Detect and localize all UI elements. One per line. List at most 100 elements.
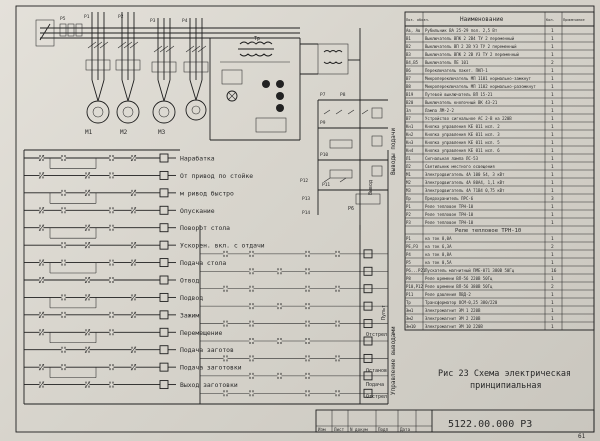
table-cell-name: Трансформатор ОСМ-0,25 380/220 bbox=[425, 300, 498, 305]
ladder-label: Подвод bbox=[180, 294, 203, 302]
contact-label: Р5 bbox=[60, 16, 66, 22]
title-cell: Дата bbox=[400, 427, 411, 432]
contact-label: Р8 bbox=[340, 92, 346, 98]
table-cell-qty: 1 bbox=[551, 116, 554, 122]
table-cell-name: Устройство сигнальное АС 2-В на 220В bbox=[425, 116, 512, 121]
table-cell-name: Реле давления ПВД-2 bbox=[425, 292, 471, 297]
table-cell-qty: 2 bbox=[551, 284, 554, 290]
table-cell-pos: РЕ,Р3 bbox=[406, 244, 419, 249]
ladder-label: Нарабатка bbox=[180, 155, 215, 163]
table-cell-pos: В7 bbox=[406, 116, 411, 121]
table-row: В3 Выключатель ВПК 2 2В УЗ ТУ 2 переменны… bbox=[406, 52, 554, 58]
table-cell-pos: В1 bbox=[406, 36, 411, 41]
table-cell-name: Предохранитель ПРС-6 bbox=[425, 196, 474, 201]
table-cell-pos: Кн4 bbox=[406, 148, 414, 153]
transformer-label: Тр bbox=[254, 36, 260, 42]
table-cell-name: Рубильник ВА 25-29 пол. 2,5 Вт bbox=[425, 28, 498, 33]
table-cell-name: Кнопка управления КЕ 011 исп. 6 bbox=[425, 148, 500, 153]
table-row: Реле тепловое ТРН-10 bbox=[455, 228, 521, 234]
table-cell-pos: М3 bbox=[406, 188, 411, 193]
relay-cluster: Р6 Р7 Р8 Р9 Р10 Р11 Р12 Р13 Р14 bbox=[300, 92, 388, 216]
right-small-label: Отстрел bbox=[366, 394, 387, 400]
table-cell-name: Пускатель магнитный ПМЕ-071 380В 50Гц bbox=[425, 268, 515, 273]
ladder-rung: Подача заготовки bbox=[24, 362, 388, 381]
table-cell-pos: Тр bbox=[406, 300, 411, 305]
table-cell-pos: М1 bbox=[406, 172, 411, 177]
table-cell-qty: 1 bbox=[551, 308, 554, 314]
ladder-label: Подача стола bbox=[180, 259, 226, 267]
ladder-label: От привод по стойке bbox=[180, 172, 253, 180]
table-cell-name: Кнопка управления КЕ 011 исп. 3 bbox=[425, 132, 500, 137]
table-cell-name: Лампа ЛМ-2-2 bbox=[425, 108, 454, 113]
table-cell-name: Путевой выключатель ВП 15-21 bbox=[425, 92, 493, 97]
table-cell-name: Переключатель пакет. ПКП-1 bbox=[425, 68, 488, 73]
ladder-rung: Поворот стола bbox=[24, 223, 230, 239]
table-cell-name: Выключатель кнопочный ВК 43-21 bbox=[425, 100, 498, 105]
table-header: Кол. bbox=[546, 18, 555, 22]
table-cell-qty: 1 bbox=[551, 212, 554, 218]
ladder-label: Поворот стола bbox=[180, 224, 230, 232]
title-cell: N докум bbox=[350, 427, 368, 432]
ladder-rung: Зажим bbox=[24, 310, 388, 329]
contact-label: Р12 bbox=[300, 178, 308, 184]
table-cell-pos: Р1 bbox=[406, 204, 411, 209]
vertical-label-console: Пульт bbox=[381, 305, 387, 320]
table-cell-name: Выключатель ВП 2 2В УЗ ТУ 2 переменный bbox=[425, 44, 517, 49]
table-cell-pos: Р1 bbox=[406, 236, 411, 241]
table-header: Примечание bbox=[563, 18, 585, 22]
table-cell-qty: 2 bbox=[551, 60, 554, 66]
contact-label: Р6 bbox=[348, 206, 354, 212]
table-cell-name: Реле тепловое ТРН-10 bbox=[425, 212, 474, 217]
figure-caption-line1: Рис 23 Схема электрическая bbox=[438, 369, 571, 379]
table-cell-pos: Зл bbox=[406, 108, 411, 113]
table-cell-qty: 1 bbox=[551, 164, 554, 170]
ladder-label: Отвод bbox=[180, 277, 199, 285]
table-cell-qty: 1 bbox=[551, 220, 554, 226]
contact-label: Р9 bbox=[320, 120, 326, 126]
table-cell-qty: 1 bbox=[551, 84, 554, 90]
ladder-label: м ривод быстро bbox=[180, 189, 234, 197]
table-cell-name: Кнопка управления КЕ 011 исп. 2 bbox=[425, 124, 500, 129]
table-cell-qty: 1 bbox=[551, 204, 554, 210]
ladder-rung: Выход заготовки bbox=[24, 380, 388, 398]
table-header: Поз. обозн. bbox=[406, 17, 430, 22]
table-cell-qty: 1 bbox=[551, 276, 554, 282]
table-cell-name: Электромагнит ЭМ 2 220В bbox=[425, 316, 481, 321]
table-header: Наименование bbox=[460, 16, 504, 23]
motor-label-m1: М1 bbox=[85, 129, 93, 136]
table-cell-qty: 1 bbox=[551, 188, 554, 194]
page-number: 61 bbox=[578, 433, 586, 440]
drawing-code: 5122.00.000 Р3 bbox=[448, 419, 532, 430]
table-row: В7 Устройство сигнальное АС 2-В на 220В 1 bbox=[406, 116, 554, 122]
table-cell-pos: Р3 bbox=[406, 220, 411, 225]
table-cell-qty: 1 bbox=[551, 252, 554, 258]
table-cell-name: Микропереключатель МП 1102 нормально-раз… bbox=[425, 84, 536, 89]
table-cell-pos: М2 bbox=[406, 180, 411, 185]
table-cell-name: Выключатель ВПК 2 2В УЗ ТУ 2 переменный bbox=[425, 52, 520, 57]
ladder-label: Подача заготов bbox=[180, 346, 234, 354]
ladder-rung: От привод по стойке bbox=[24, 170, 253, 180]
table-cell-name: Выключатель ПЕ 101 bbox=[425, 60, 469, 65]
motor-m2-symbol bbox=[116, 100, 140, 124]
table-cell-qty: 1 bbox=[551, 44, 554, 50]
table-cell-pos: В3 bbox=[406, 52, 411, 57]
table-cell-qty: 1 bbox=[551, 156, 554, 162]
table-cell-name: Реле времени ВЛ-56 380В 50Гц bbox=[425, 284, 493, 289]
table-cell-name: на ток 6,3А bbox=[425, 244, 452, 249]
ladder-diagram: Нарабатка От привод по стойке м ривод быст… bbox=[23, 149, 389, 405]
table-cell-name: Реле тепловое ТРН-10 bbox=[455, 228, 521, 234]
motor-m3-symbol bbox=[152, 100, 176, 124]
